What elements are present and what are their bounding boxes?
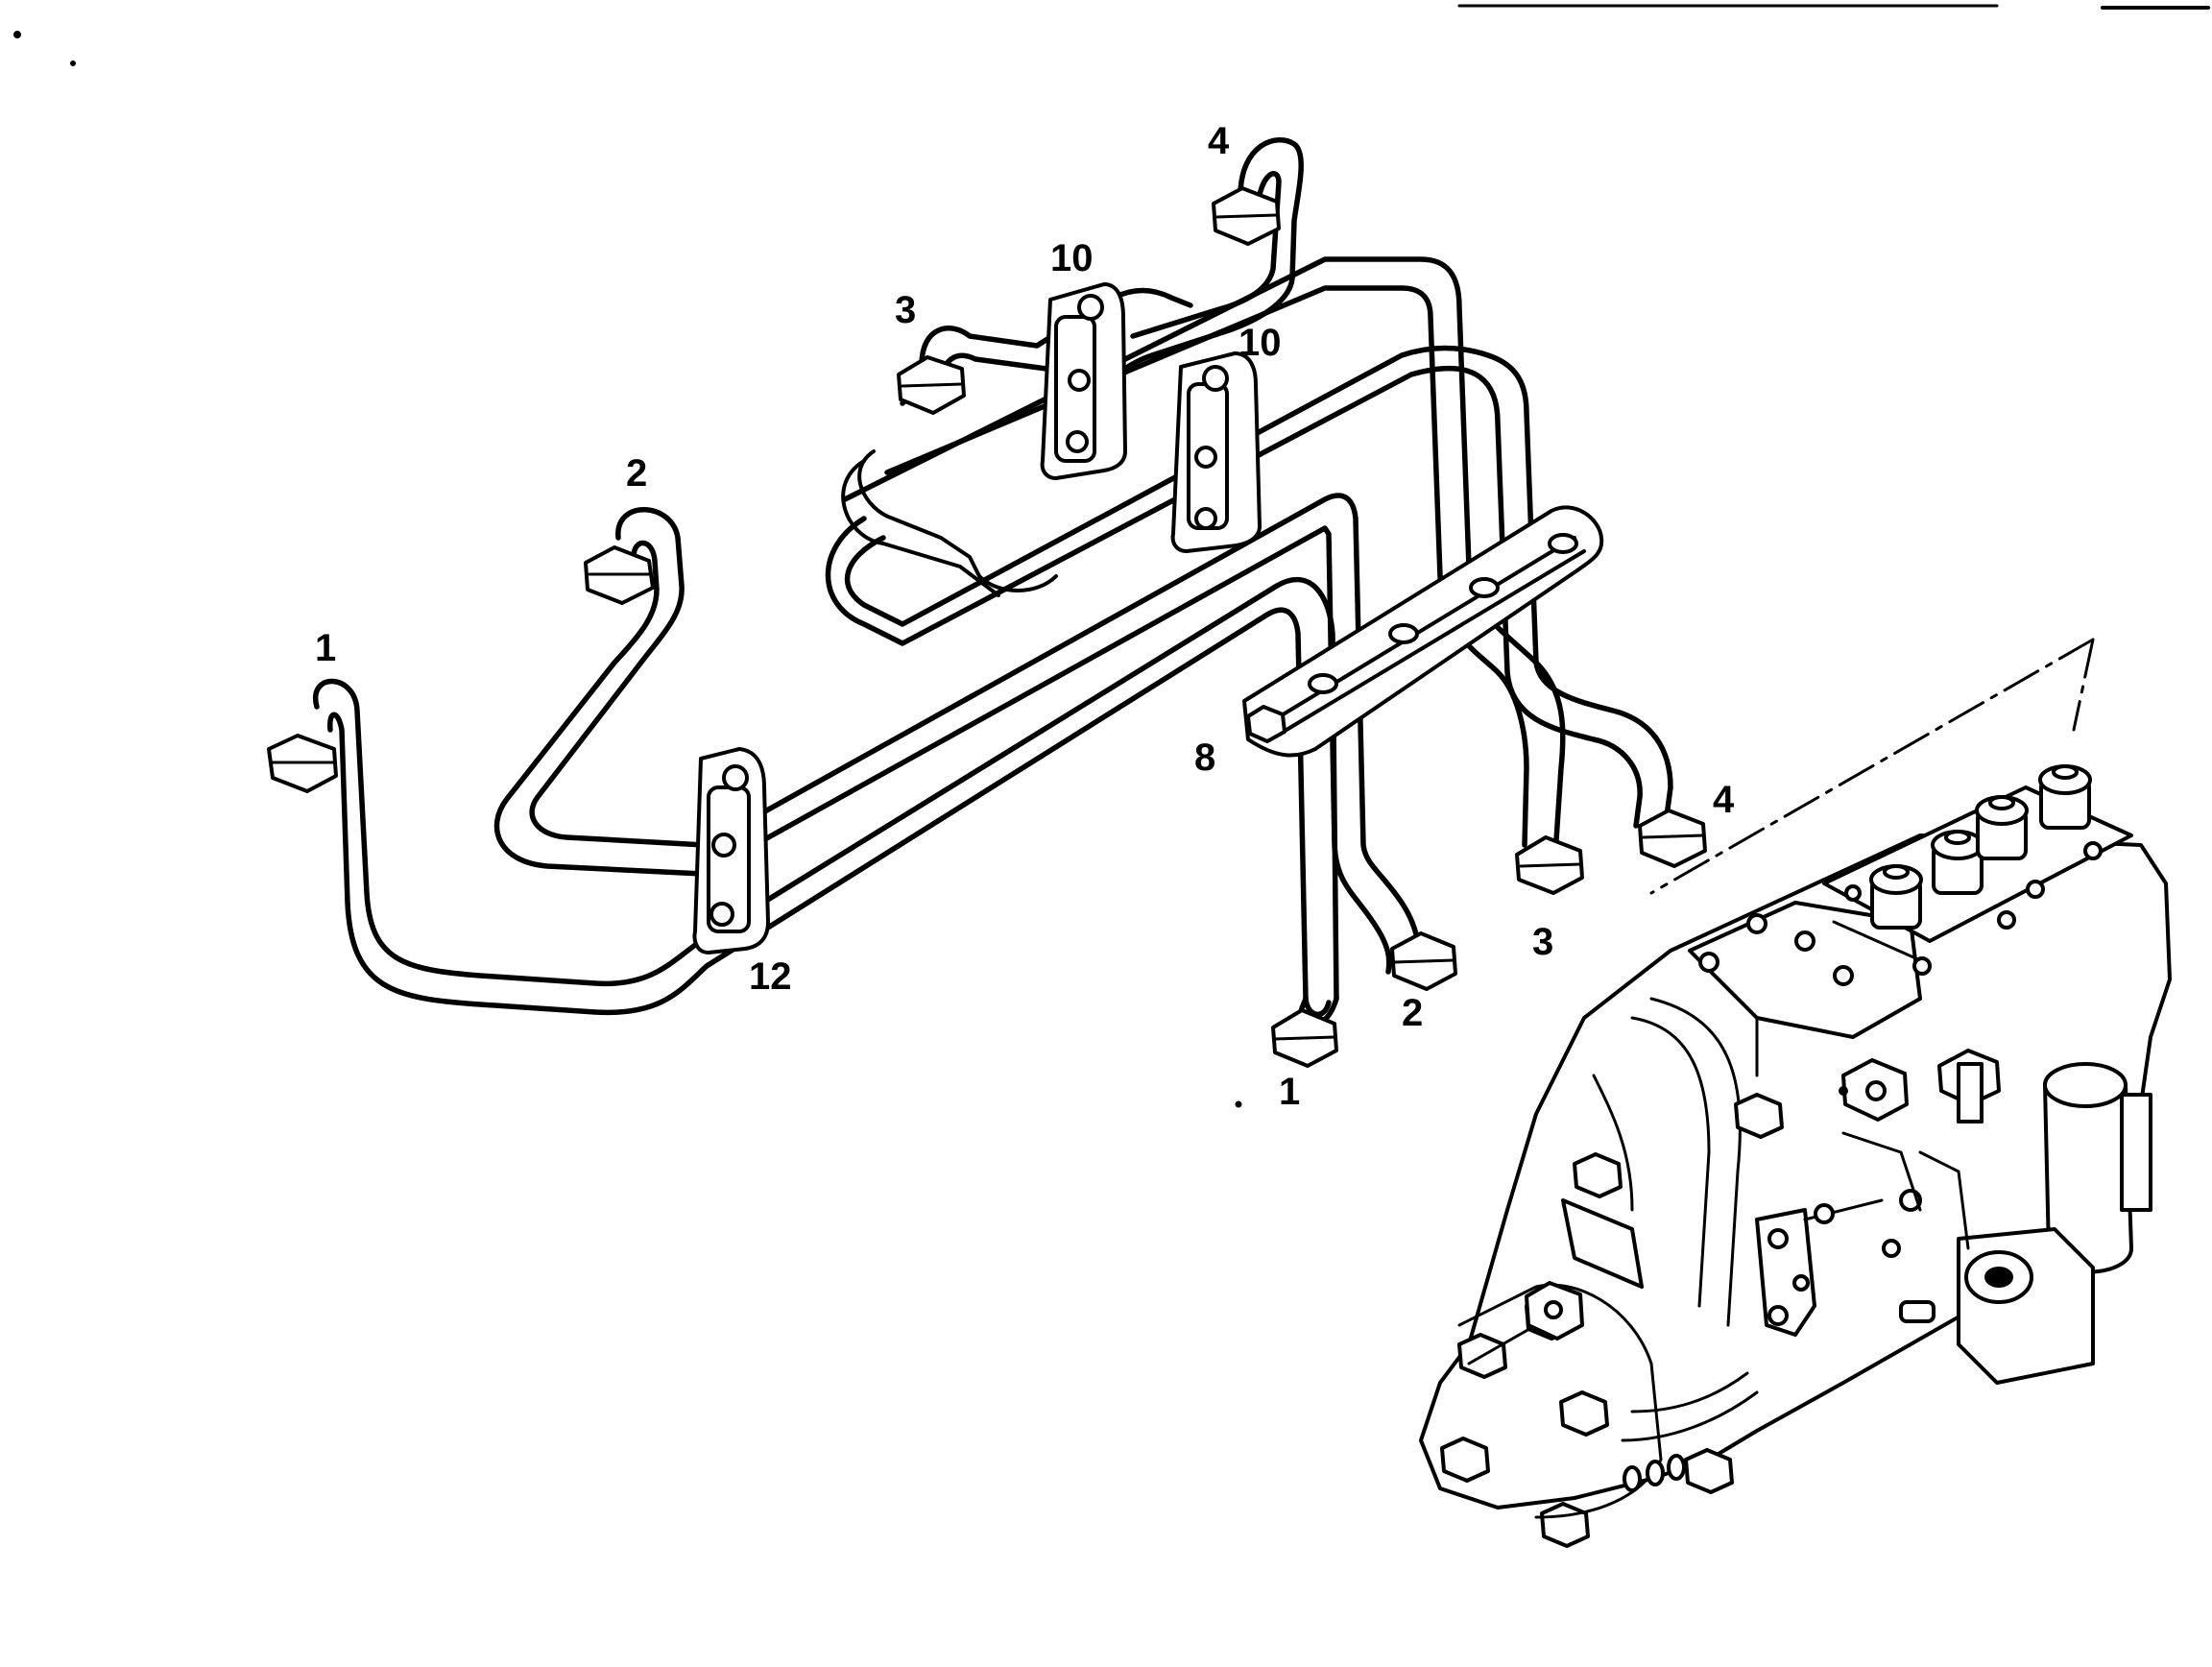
stray-dot bbox=[1235, 1100, 1242, 1108]
clamp-8-rail bbox=[1242, 505, 1604, 758]
injection-pump bbox=[1419, 764, 2172, 1548]
callout-upper-2: 2 bbox=[626, 452, 647, 495]
callout-upper-4: 4 bbox=[1208, 120, 1230, 162]
callout-clamp-10-b: 10 bbox=[1238, 322, 1282, 364]
callout-lower-3: 3 bbox=[1532, 921, 1553, 963]
clamp-12 bbox=[692, 747, 770, 954]
callout-lower-4: 4 bbox=[1713, 779, 1735, 821]
callout-lower-2: 2 bbox=[1402, 992, 1423, 1034]
callout-upper-3: 3 bbox=[895, 289, 916, 331]
delivery-valve-holder bbox=[1975, 795, 2029, 860]
delivery-valve-holder bbox=[1869, 864, 1923, 930]
delivery-valve-holder bbox=[1931, 830, 1984, 895]
injection-pipe-4 bbox=[825, 137, 1707, 868]
callout-upper-1: 1 bbox=[315, 627, 336, 669]
delivery-valve-holder bbox=[2038, 764, 2092, 830]
clamp-10-a bbox=[1040, 282, 1127, 480]
clamp-10-b bbox=[1170, 351, 1262, 553]
callout-clamp-10-a: 10 bbox=[1050, 237, 1094, 279]
assembly-leader-line bbox=[1649, 638, 2095, 895]
injection-pipe-1 bbox=[267, 577, 1339, 1068]
callout-clamp-12: 12 bbox=[749, 955, 792, 998]
callout-lower-1: 1 bbox=[1279, 1071, 1300, 1113]
scan-edge-marks bbox=[13, 4, 2210, 66]
callouts: 1 2 3 4 10 10 12 8 1 2 3 4 bbox=[315, 120, 1735, 1113]
injection-pipe-2 bbox=[493, 493, 1457, 991]
callout-clamp-8: 8 bbox=[1194, 737, 1215, 779]
